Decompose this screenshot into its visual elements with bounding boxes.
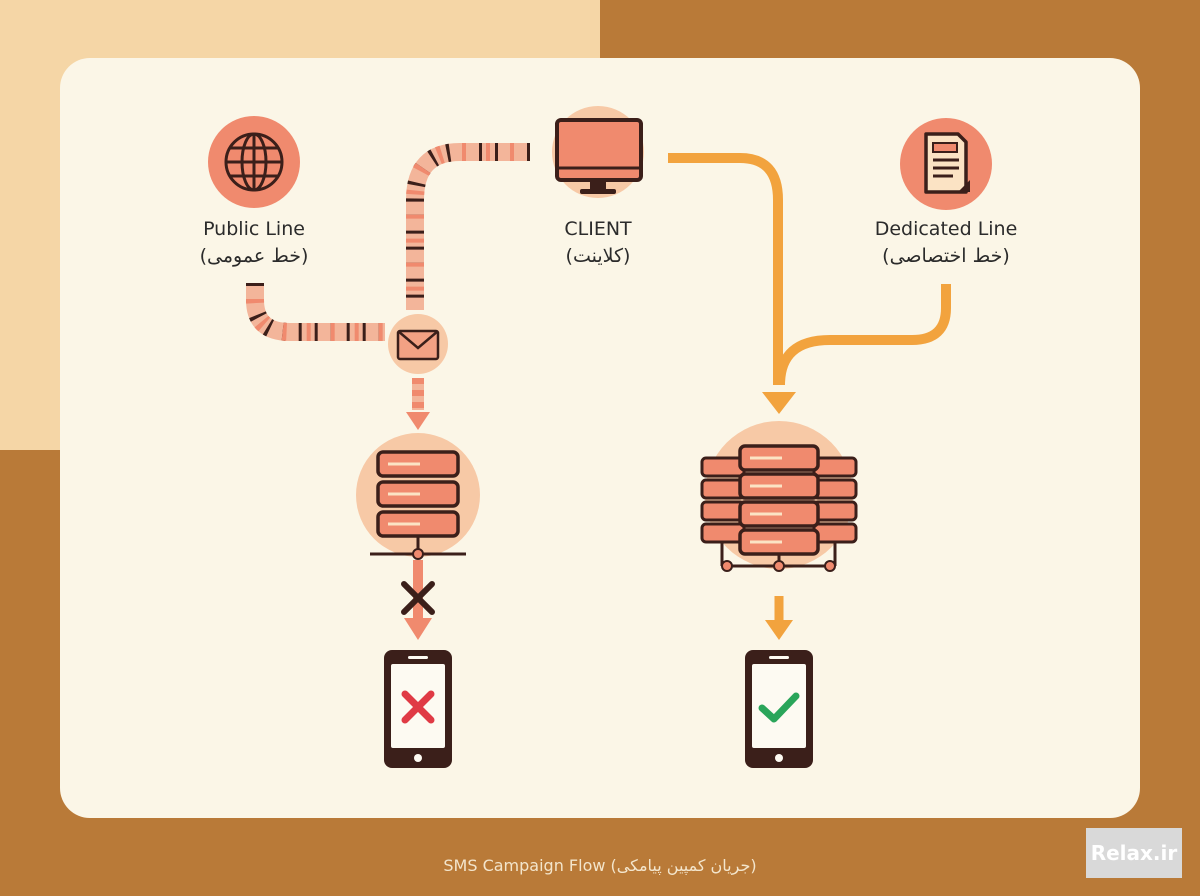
arrow-down-to-phone-success bbox=[765, 620, 793, 640]
dedicated-line-label: Dedicated Line (خط اختصاصی) bbox=[856, 216, 1036, 270]
arrow-down-to-public-server bbox=[406, 412, 430, 430]
public-line-node bbox=[208, 116, 300, 208]
phone-success bbox=[745, 650, 813, 768]
diagram-caption: SMS Campaign Flow (جریان کمپین پیامکی) bbox=[443, 856, 757, 875]
client-label: CLIENT (کلاینت) bbox=[518, 216, 678, 270]
client-subtitle: (کلاینت) bbox=[565, 245, 631, 267]
client-title: CLIENT bbox=[564, 218, 632, 240]
phone-failed bbox=[384, 650, 452, 768]
public-line-label: Public Line (خط عمومی) bbox=[174, 216, 334, 270]
dedicated-path-solid bbox=[668, 153, 951, 640]
monitor-icon bbox=[555, 118, 643, 194]
check-icon bbox=[758, 692, 800, 723]
server-icon bbox=[370, 450, 466, 560]
document-icon bbox=[924, 132, 970, 194]
client-node bbox=[552, 106, 644, 198]
arrow-down-to-dedicated-server bbox=[762, 392, 796, 414]
cross-icon bbox=[401, 690, 435, 724]
dedicated-line-title: Dedicated Line bbox=[874, 218, 1018, 240]
public-path-dashed bbox=[246, 143, 530, 430]
globe-icon bbox=[224, 132, 284, 192]
server-cluster-icon bbox=[700, 444, 858, 572]
public-server-node bbox=[356, 433, 480, 560]
blocked-cross-icon bbox=[401, 581, 435, 615]
envelope-icon bbox=[396, 329, 440, 361]
public-line-title: Public Line bbox=[203, 218, 305, 240]
dedicated-line-subtitle: (خط اختصاصی) bbox=[882, 245, 1010, 267]
envelope-node bbox=[388, 314, 448, 374]
public-line-subtitle: (خط عمومی) bbox=[199, 245, 309, 267]
dedicated-line-node bbox=[900, 118, 992, 210]
dedicated-server-node bbox=[700, 421, 858, 572]
watermark-logo: Relax.ir bbox=[1086, 828, 1182, 878]
blocked-path bbox=[401, 560, 435, 640]
